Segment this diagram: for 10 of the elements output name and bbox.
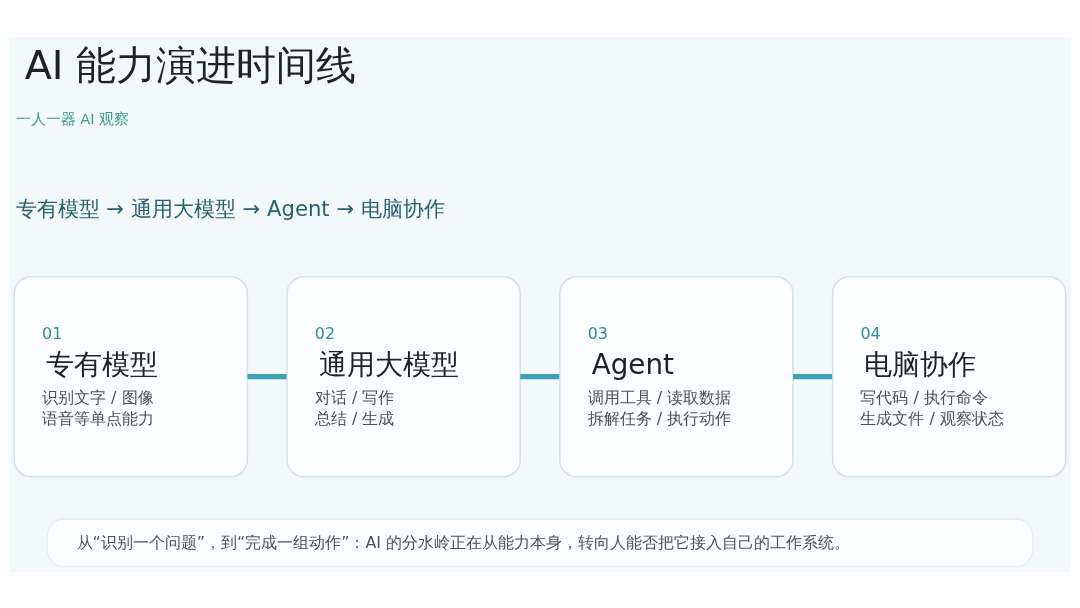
node-box: 03 Agent 调用工具 / 读取数据 拆解任务 / 执行动作: [559, 275, 794, 477]
diagram-title: AI 能力演进时间线: [24, 41, 357, 88]
label: 一人一器 AI 观察: [15, 109, 130, 127]
connector: [520, 373, 560, 379]
label: 专有模型 → 通用大模型 → Agent → 电脑协作: [15, 195, 445, 221]
connector: [247, 373, 287, 379]
node-box: 01 专有模型 识别文字 / 图像 语音等单点能力: [13, 275, 249, 477]
node-box: 04 电脑协作 写代码 / 执行命令 生成文件 / 观察状态: [831, 275, 1067, 477]
node-box: 02 通用大模型 对话 / 写作 总结 / 生成: [286, 275, 521, 477]
connector: [793, 373, 833, 379]
